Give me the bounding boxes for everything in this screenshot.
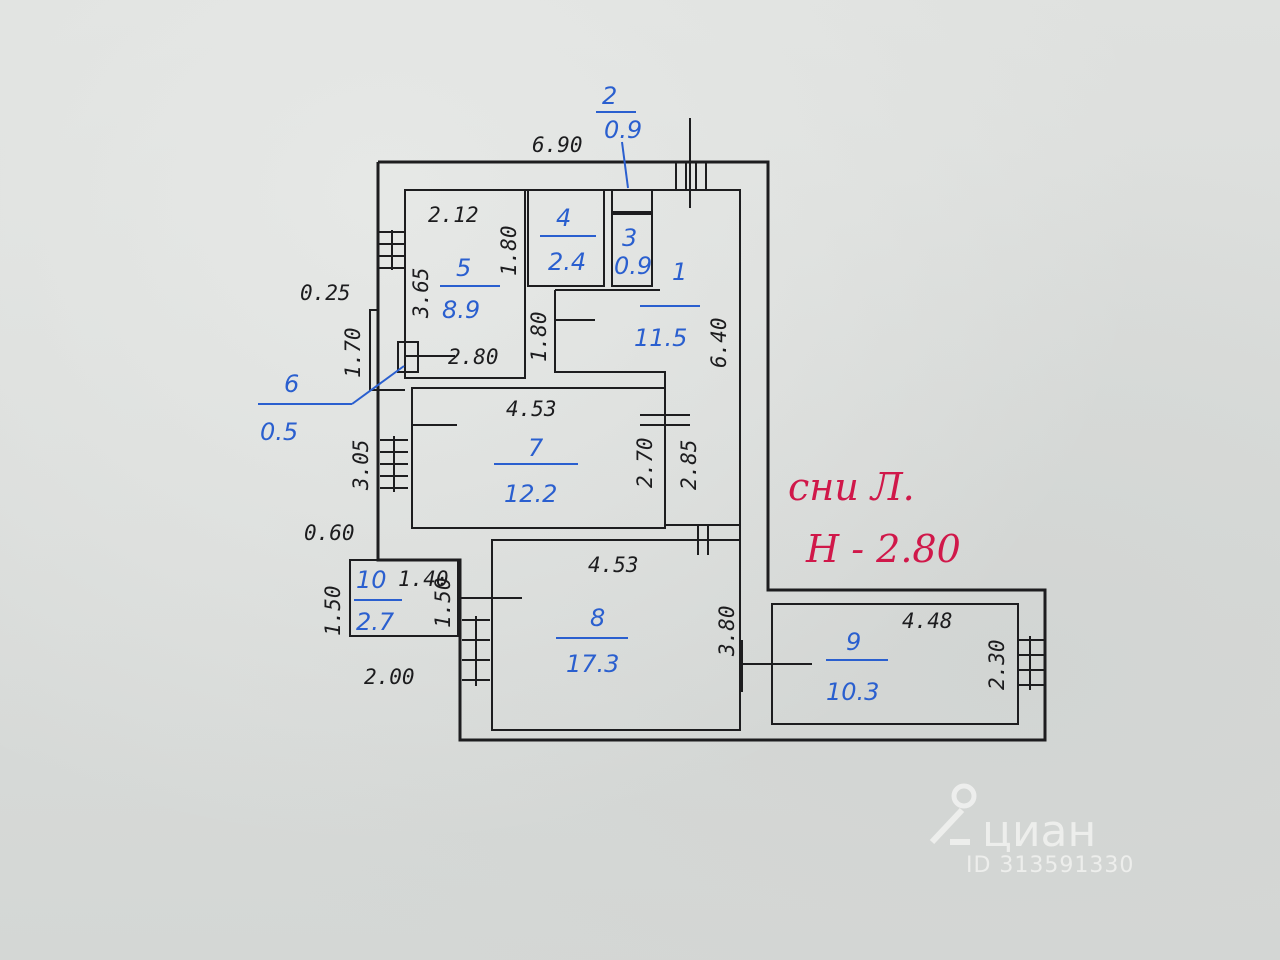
room-8-number: 8 (590, 604, 605, 632)
window-left-2 (380, 436, 408, 492)
watermark-id: ID 313591330 (966, 853, 1134, 878)
annotation-line-2: Н - 2.80 (805, 527, 961, 571)
dim-r7-right: 2.70 (633, 437, 657, 488)
doors (405, 319, 812, 692)
room-10-area: 2.7 (356, 608, 395, 636)
room-7-number: 7 (528, 434, 544, 462)
door-corr (640, 414, 690, 426)
dim-r5-top: 2.12 (428, 203, 479, 227)
room-2-number: 2 (602, 82, 617, 110)
left-protrusion-wall (369, 309, 405, 391)
dim-r5-right: 1.80 (497, 225, 521, 276)
window-right (1018, 636, 1046, 690)
room-5-wall (404, 189, 526, 379)
dim-r9-right: 2.30 (985, 639, 1009, 690)
door-corr-bottom (697, 525, 709, 555)
dim-r10-top: 1.40 (398, 567, 449, 591)
dim-left-305: 3.05 (349, 439, 373, 491)
dim-r9-top: 4.48 (902, 609, 953, 633)
window-left-3 (462, 616, 490, 686)
dim-r8-right: 3.80 (715, 605, 739, 657)
dim-outer-width: 6.90 (532, 133, 583, 157)
dim-left-025: 0.25 (300, 281, 351, 305)
watermark-pin-icon (929, 783, 977, 845)
room-2-wall (611, 189, 653, 213)
dim-r10-bottom: 2.00 (364, 665, 415, 689)
dim-left-170: 1.70 (341, 327, 365, 378)
dim-r5-bottom: 2.80 (448, 345, 499, 369)
dim-r10-right: 1.50 (431, 577, 455, 628)
room-3-number: 3 (622, 224, 637, 252)
room-1-number: 1 (672, 258, 687, 286)
room-10-wall (349, 559, 459, 637)
watermark-brand: циан (982, 806, 1096, 857)
annotation: сни Л. Н - 2.80 (788, 465, 961, 571)
dimensions: 6.90 2.12 3.65 1.80 2.80 1.80 6.40 0.25 … (300, 133, 1009, 690)
dim-r8-top: 4.53 (588, 553, 639, 577)
room-6-area: 0.5 (260, 418, 298, 446)
dim-r7-top: 4.53 (506, 397, 557, 421)
room-2-area: 0.9 (604, 116, 642, 144)
room-10-number: 10 (356, 566, 387, 594)
room-3-wall (611, 213, 653, 287)
room-9-number: 9 (846, 628, 861, 656)
dim-corr-285: 2.85 (677, 439, 701, 490)
room-4-wall (527, 189, 605, 287)
room-4-number: 4 (556, 204, 571, 232)
door-9 (741, 640, 812, 692)
dim-mid: 1.80 (527, 311, 551, 362)
room-8-wall (491, 539, 741, 731)
room-3-area: 0.9 (614, 252, 652, 280)
windows (378, 118, 1046, 741)
room-6-number: 6 (284, 370, 299, 398)
window-left-1 (378, 230, 406, 270)
room-2-leader (621, 141, 629, 189)
room-1-wall (554, 290, 740, 526)
dim-r1-right: 6.40 (707, 317, 731, 368)
room-5-number: 5 (456, 254, 471, 282)
dim-r5-left: 3.65 (409, 267, 433, 319)
room-4-area: 2.4 (548, 248, 586, 276)
room-5-area: 8.9 (442, 296, 480, 324)
room-7-wall (411, 387, 666, 529)
watermark: циан ID 313591330 (929, 783, 1134, 878)
outer-wall (376, 160, 1047, 742)
room-labels: 2 0.9 4 2.4 3 0.9 5 8.9 1 11.5 6 0.5 7 1… (258, 82, 888, 706)
room-1-area: 11.5 (634, 324, 687, 352)
dim-left-060: 0.60 (304, 521, 355, 545)
room-6-leader (351, 365, 405, 405)
dim-r10-left: 1.50 (321, 585, 345, 636)
room-8-area: 17.3 (566, 650, 619, 678)
annotation-line-1: сни Л. (788, 465, 915, 509)
walls (349, 160, 1047, 742)
room-9-area: 10.3 (826, 678, 879, 706)
window-top (675, 118, 707, 208)
room-7-area: 12.2 (504, 480, 557, 508)
